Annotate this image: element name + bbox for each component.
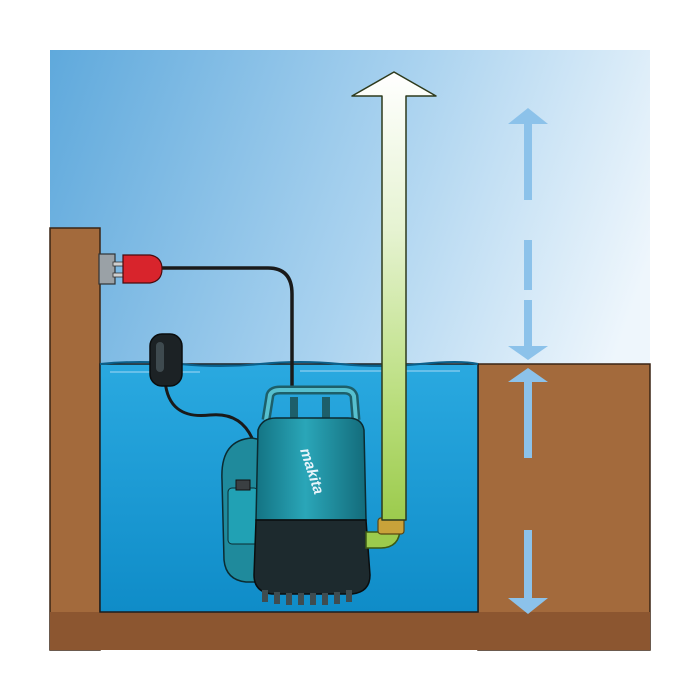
- power-cable: [160, 266, 294, 392]
- ground-bottom: [50, 612, 650, 650]
- pump-intake-grille: [262, 590, 352, 605]
- up-arrow-icon: [508, 108, 548, 290]
- float-switch-icon: [149, 333, 183, 387]
- pump-side-housing: [221, 437, 263, 583]
- right-earth-bank: [477, 363, 651, 651]
- float-switch-cable: [163, 379, 254, 439]
- wall-socket: [98, 253, 116, 285]
- double-headed-arrow-icon: [508, 300, 548, 614]
- electric-plug-icon: [112, 254, 163, 284]
- pump-body: [255, 417, 367, 521]
- discharge-hose-arrow: [351, 71, 437, 521]
- left-earth-wall: [49, 227, 101, 651]
- pump-base: [253, 519, 371, 595]
